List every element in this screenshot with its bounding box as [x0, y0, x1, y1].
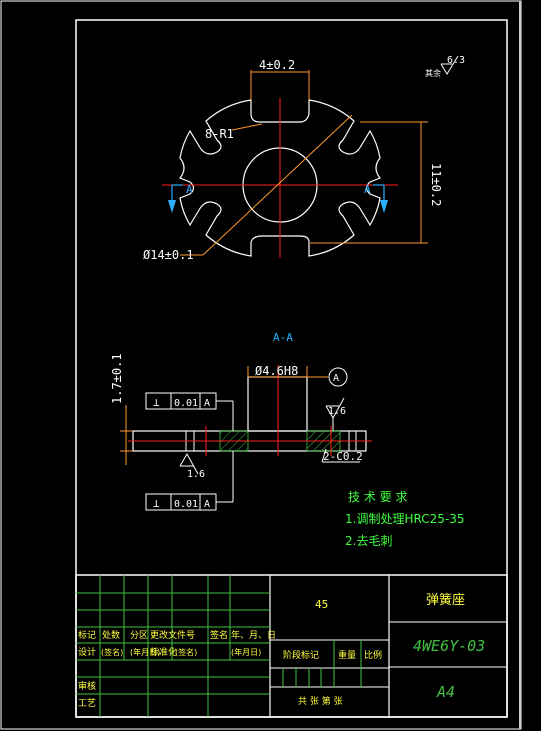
tech-req-item-1: 1.调制处理HRC25-35 — [345, 512, 464, 526]
chamfer-note: 2-C0.2 — [323, 450, 363, 463]
section-marker-right — [373, 184, 388, 213]
stage-label-2: 重量 — [338, 649, 356, 661]
design-col-6: (年月日) — [231, 647, 261, 657]
roughness-bottom-value: 1.6 — [187, 469, 205, 480]
roughness-bottom: 1.6 — [179, 452, 205, 480]
section-marker-left — [168, 184, 183, 213]
roughness-top-value: 1.6 — [328, 406, 346, 417]
radius-note: 8-R1 — [205, 127, 234, 141]
part-name: 弹簧座 — [426, 592, 465, 608]
stage-label-1: 阶段标记 — [283, 649, 319, 661]
tolerance-frame-bottom: ⊥ 0.01 A — [145, 451, 234, 511]
drawing-number: 4WE6Y-03 — [413, 637, 485, 655]
design-col-2: (签名) — [101, 647, 123, 657]
title-block: 标记 处数 分区 更改文件号 签名 年、月、日 设计 (签名) (年月日) 标准… — [75, 574, 508, 718]
tol-top-symbol: ⊥ — [153, 396, 160, 409]
roughness-other: 其余 6.3 — [425, 55, 465, 78]
process-label: 工艺 — [78, 698, 96, 709]
design-col-4: 标准化 — [150, 646, 177, 658]
section-view: A-A 1.7±0.1 Ø4.6H8 — [110, 331, 372, 511]
rev-col-3: 分区 — [130, 630, 148, 641]
tol-top-value: 0.01 — [174, 398, 198, 409]
section-label-right: A — [364, 183, 371, 196]
rev-col-4: 更改文件号 — [150, 629, 195, 641]
sheet-size: A4 — [436, 683, 455, 701]
tech-req-title: 技 术 要 求 — [348, 490, 407, 504]
roughness-other-label: 其余 — [425, 68, 441, 78]
design-col-3: (年月日) — [130, 647, 160, 657]
datum-a-icon: A — [333, 373, 339, 384]
rev-col-6: 年、月、日 — [231, 629, 276, 641]
width-dimension: 4±0.2 — [259, 58, 295, 72]
tol-bottom-symbol: ⊥ — [153, 497, 160, 510]
roughness-other-value: 6.3 — [447, 55, 465, 66]
thickness-dimension: 1.7±0.1 — [110, 353, 124, 404]
tolerance-frame-top: ⊥ 0.01 A — [145, 392, 234, 431]
top-view-outline — [179, 99, 381, 257]
design-col-1: 设计 — [78, 646, 96, 658]
top-view: 4±0.2 8-R1 Ø14±0.1 11±0.2 A A — [143, 58, 443, 262]
section-label-left: A — [186, 183, 193, 196]
stage-label-3: 比例 — [364, 649, 382, 661]
section-title: A-A — [273, 331, 293, 344]
bore-dimension: Ø4.6H8 — [255, 364, 298, 378]
review-label: 审核 — [78, 680, 96, 692]
tech-req-item-2: 2.去毛刺 — [345, 534, 392, 548]
diameter-dimension: Ø14±0.1 — [143, 248, 194, 262]
tol-top-datum: A — [204, 398, 210, 409]
sheet-count: 共 张 第 张 — [298, 695, 343, 707]
tol-bottom-datum: A — [204, 499, 210, 510]
material: 45 — [315, 598, 328, 611]
height-dimension: 11±0.2 — [429, 163, 443, 206]
rev-col-2: 处数 — [102, 629, 120, 641]
rev-col-5: 签名 — [210, 629, 228, 641]
technical-requirements: 技 术 要 求 1.调制处理HRC25-35 2.去毛刺 — [345, 490, 464, 548]
design-col-5: (签名) — [175, 647, 197, 657]
rev-col-1: 标记 — [78, 629, 96, 641]
roughness-top: 1.6 — [325, 397, 346, 431]
tol-bottom-value: 0.01 — [174, 499, 198, 510]
